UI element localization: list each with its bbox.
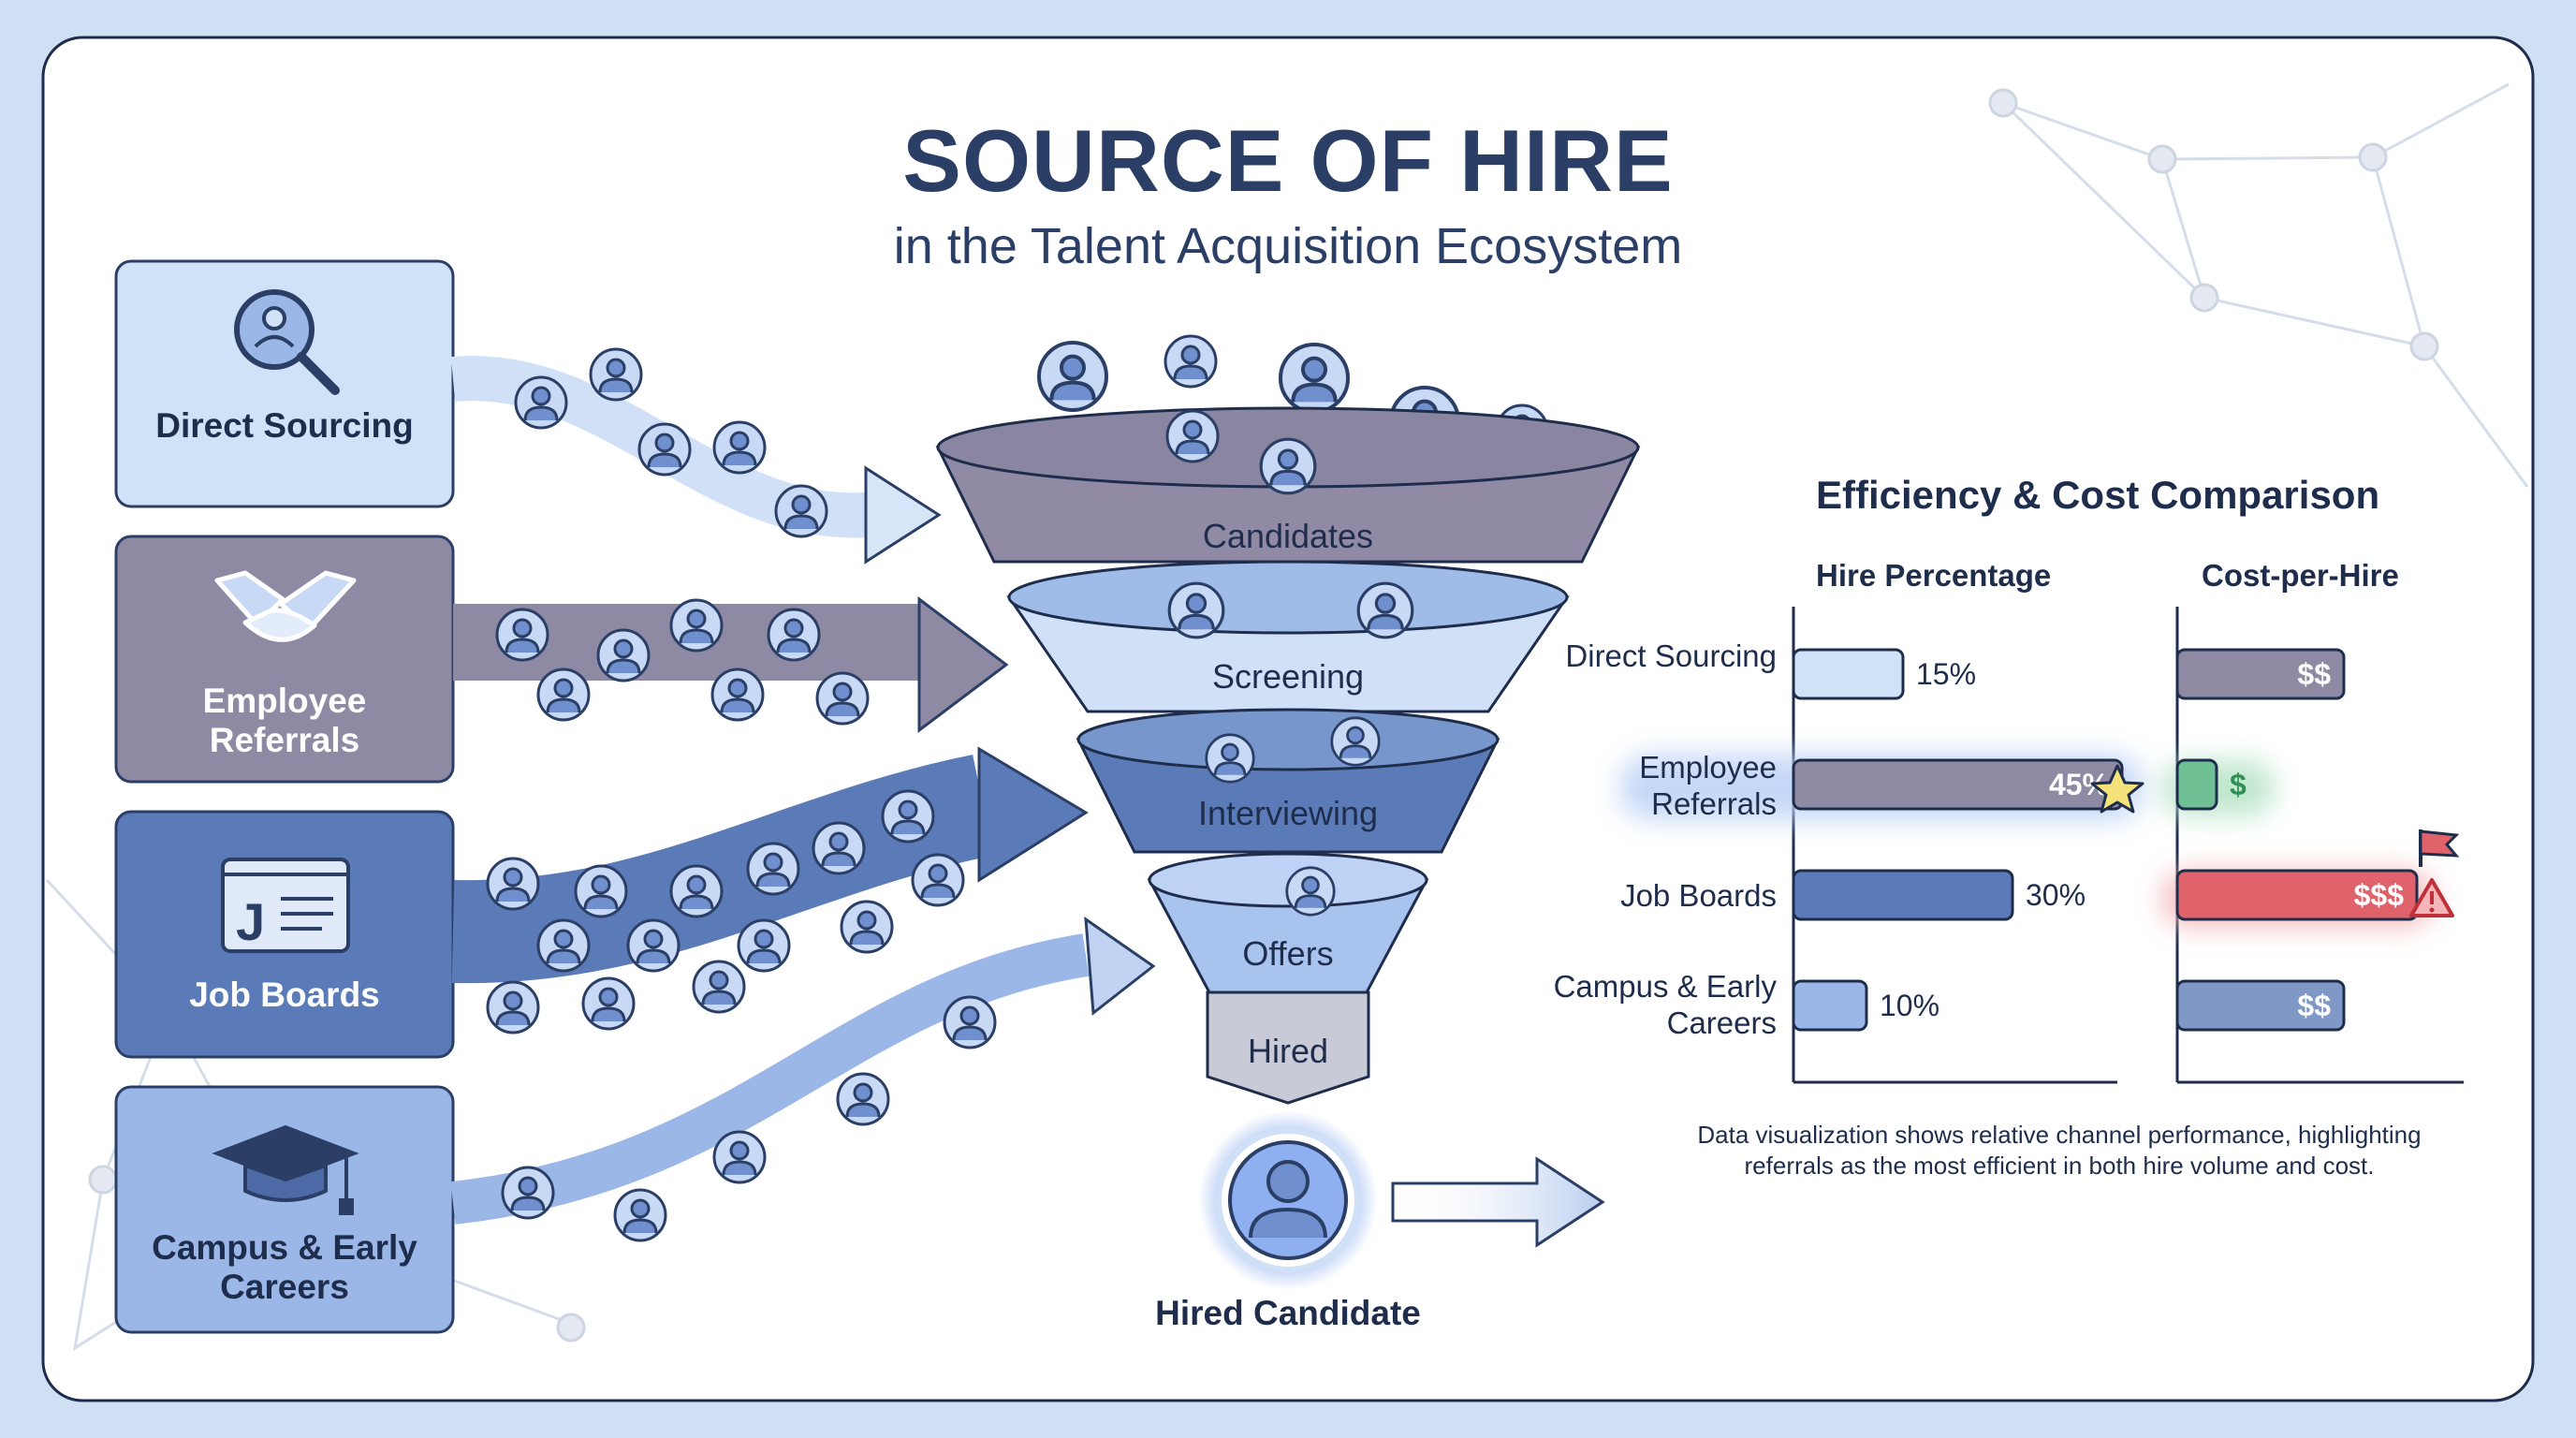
flow-arrowhead-referrals [917, 595, 1009, 734]
red-flag-icon [2419, 829, 2460, 867]
page-subtitle: in the Talent Acquisition Ecosystem [893, 218, 1683, 274]
hire-bar-campus-early-careers [1792, 979, 1868, 1032]
warning-triangle-icon [2409, 878, 2454, 917]
source-label-campus: Campus & Early Careers [152, 1228, 417, 1306]
hire-bar-job-boards [1792, 869, 2014, 921]
row-label-job-boards: Job Boards [1620, 878, 1777, 913]
source-card-campus [114, 1085, 455, 1334]
hire-percentage-bars: 15%45%30%10% [1792, 648, 2124, 1032]
flow-arrowhead-campus [1084, 916, 1156, 1016]
hired-candidate-label: Hired Candidate [1155, 1294, 1421, 1332]
cost-per-hire-bars: $$$$$$$$ [2175, 648, 2419, 1032]
source-label-direct-sourcing: Direct Sourcing [155, 406, 414, 445]
page-title: SOURCE OF HIRE [902, 111, 1674, 210]
cost-bar-job-boards [2175, 869, 2419, 921]
funnel-stage-offers: Offers [1242, 934, 1334, 973]
graduation-cap-icon [212, 1124, 359, 1215]
flow-campus [450, 933, 1090, 1225]
cost-bar-employee-referrals [2175, 758, 2218, 811]
chart-title: Efficiency & Cost Comparison [1816, 473, 2380, 517]
source-label-employee-referrals: Employee Referrals [202, 682, 367, 759]
job-board-icon: J [221, 858, 350, 953]
hired-output-arrow [1391, 1156, 1605, 1248]
row-label-campus: Campus & Early Careers [1553, 969, 1777, 1040]
row-label-direct-sourcing: Direct Sourcing [1565, 638, 1777, 673]
handshake-icon [214, 570, 357, 642]
hire-value-label-campus-early-careers: 10% [1880, 989, 1939, 1022]
funnel-stage-hired: Hired [1247, 1032, 1329, 1070]
hire-bar-direct-sourcing [1792, 648, 1905, 700]
row-label-employee-referrals: Employee Referrals [1639, 750, 1777, 821]
cost-value-label-job-boards: $$$ [2354, 878, 2405, 912]
hire-value-label-job-boards: 30% [2026, 878, 2086, 912]
magnifier-person-icon [234, 289, 340, 395]
star-icon [2090, 764, 2144, 814]
funnel-stage-screening: Screening [1211, 657, 1365, 696]
svg-text:J: J [236, 892, 265, 951]
cost-value-label-employee-referrals: $ [2230, 768, 2247, 801]
cost-value-label-campus-early-careers: $$ [2297, 989, 2331, 1022]
cost-bar-campus-early-careers [2175, 979, 2346, 1032]
cost-bar-direct-sourcing [2175, 648, 2346, 700]
column-header-cost-per-hire: Cost-per-Hire [2202, 558, 2399, 593]
chart-footnote: Data visualization shows relative channe… [1697, 1121, 2422, 1180]
hired-candidate-icon [1228, 1140, 1348, 1260]
source-label-job-boards: Job Boards [189, 976, 380, 1014]
hiring-funnel [935, 406, 1641, 1105]
funnel-stage-candidates: Candidates [1202, 517, 1374, 555]
funnel-stage-interviewing: Interviewing [1197, 794, 1379, 832]
flow-arrowhead-direct [864, 465, 942, 565]
column-header-hire-percentage: Hire Percentage [1816, 558, 2052, 593]
hire-value-label-direct-sourcing: 15% [1916, 657, 1976, 691]
cost-value-label-direct-sourcing: $$ [2297, 657, 2331, 691]
flow-arrowhead-job-boards [977, 746, 1089, 883]
source-card-direct-sourcing [114, 259, 455, 508]
